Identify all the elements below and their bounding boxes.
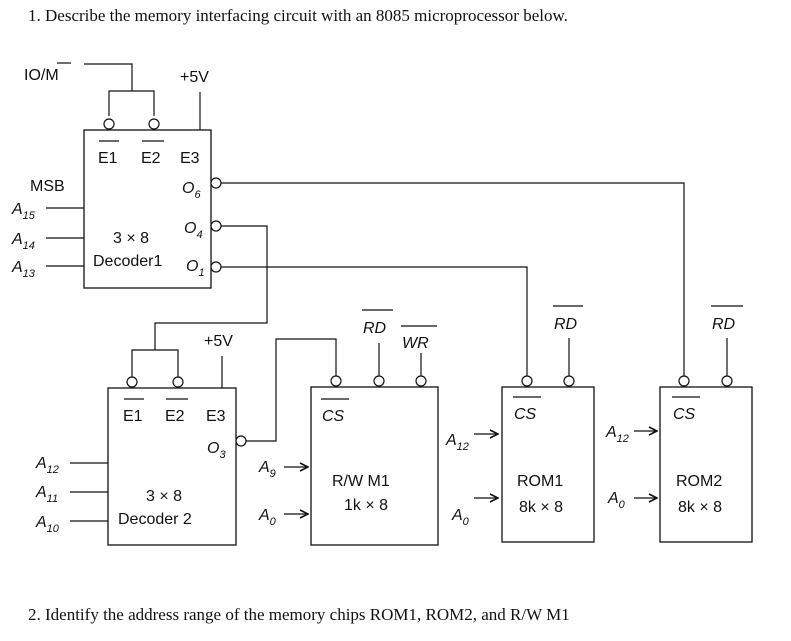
rw-m1-a9-label: A9	[258, 459, 276, 480]
rom2-size-label: 8k × 8	[678, 499, 722, 516]
msb-label: MSB	[30, 178, 65, 195]
svg-text:IO/M: IO/M	[24, 67, 59, 84]
decoder-1-a15-label: A15	[11, 201, 36, 222]
decoder-2-type-label: 3 × 8	[146, 488, 182, 505]
io-m-label: IO/M	[24, 62, 71, 84]
rw-m1-wr-bubble	[415, 375, 427, 387]
rom2-rd-bubble	[721, 375, 733, 387]
vcc-label-2: +5V	[204, 333, 233, 350]
rom1-name-label: ROM1	[517, 473, 563, 490]
rom2-cs-bubble	[678, 375, 690, 387]
decoder-1-o6-bubble	[210, 177, 222, 189]
decoder-2-e1-bubble	[126, 376, 138, 388]
rw-m1-cs-label: CS	[322, 408, 345, 425]
decoder-1-name-label: Decoder1	[93, 253, 162, 270]
rw-m1-rd-label: RD	[363, 320, 387, 337]
decoder-1-type-label: 3 × 8	[113, 230, 149, 247]
rw-m1-rd-bubble	[373, 375, 385, 387]
decoder-1: E1 E2 E3 O6 O4 O1 3 × 8 Decoder1	[83, 118, 222, 289]
decoder-2-name-label: Decoder 2	[118, 511, 192, 528]
o6-to-rom2-wire	[221, 182, 685, 376]
decoder-1-e3-label: E3	[180, 150, 200, 167]
decoder-2-e3-label: E3	[206, 408, 226, 425]
decoder-1-box	[83, 129, 212, 289]
rw-m1-chip: RD WR CS R/W M1 1k × 8	[310, 309, 439, 546]
rom1-a12-label: A12	[445, 432, 469, 453]
rw-m1-wr-label: WR	[402, 335, 429, 352]
rom1-cs-label: CS	[514, 406, 537, 423]
decoder-2-o3-bubble	[235, 435, 247, 447]
decoder-1-e1-label: E1	[98, 150, 118, 167]
vcc-label-1: +5V	[180, 69, 209, 86]
rom2-a12-label: A12	[605, 424, 629, 445]
decoder-1-e2-bubble	[148, 118, 160, 130]
rom2-box	[659, 386, 753, 543]
decoder-2-a11-label: A11	[35, 484, 58, 505]
rom1-rd-label: RD	[554, 316, 578, 333]
rom1-rd-bubble	[563, 375, 575, 387]
decoder-2-o3-label: O3	[207, 440, 226, 461]
rom1-box	[501, 386, 595, 543]
decoder-2-a12-label: A12	[35, 455, 59, 476]
o4-to-decoder-2-wire	[154, 225, 268, 350]
rom1-size-label: 8k × 8	[519, 499, 563, 516]
decoder-2-e2-label: E2	[165, 408, 185, 425]
decoder-1-o4-bubble	[210, 220, 222, 232]
decoder-1-o1-bubble	[210, 261, 222, 273]
decoder-2-a10-label: A10	[35, 514, 60, 535]
io-m-wire	[84, 63, 155, 116]
decoder-2-e2-bubble	[172, 376, 184, 388]
decoder-1-a13-label: A13	[11, 259, 36, 280]
o3-to-rwm1-wire	[246, 338, 337, 442]
rw-m1-size-label: 1k × 8	[344, 497, 388, 514]
decoder-2-box	[107, 387, 237, 546]
rw-m1-box	[310, 386, 439, 546]
rom2-chip: RD CS ROM2 8k × 8	[659, 305, 753, 543]
question-1: 1. Describe the memory interfacing circu…	[28, 6, 568, 25]
rw-m1-cs-bubble	[330, 375, 342, 387]
decoder-1-e1-bubble	[103, 118, 115, 130]
rw-m1-name-label: R/W M1	[332, 473, 390, 490]
decoder-2-enable-wire	[131, 349, 179, 377]
decoder-2: E1 E2 E3 O3 3 × 8 Decoder 2	[107, 376, 247, 546]
rw-m1-a0-label: A0	[258, 507, 277, 528]
decoder-1-a14-label: A14	[11, 231, 35, 252]
decoder-2-e1-label: E1	[123, 408, 143, 425]
rom2-name-label: ROM2	[676, 473, 722, 490]
decoder-1-o4-label: O4	[184, 220, 203, 241]
rom1-chip: RD CS ROM1 8k × 8	[501, 305, 595, 543]
decoder-1-e2-label: E2	[141, 150, 161, 167]
o1-to-rom1-wire	[221, 266, 528, 376]
decoder-1-o6-label: O6	[182, 180, 201, 201]
question-2: 2. Identify the address range of the mem…	[28, 605, 570, 624]
rom1-cs-bubble	[521, 375, 533, 387]
rom2-cs-label: CS	[673, 406, 696, 423]
rom2-a0-label: A0	[607, 490, 626, 511]
rom1-a0-label: A0	[451, 507, 470, 528]
rom2-rd-label: RD	[712, 316, 736, 333]
decoder-1-o1-label: O1	[186, 258, 205, 279]
